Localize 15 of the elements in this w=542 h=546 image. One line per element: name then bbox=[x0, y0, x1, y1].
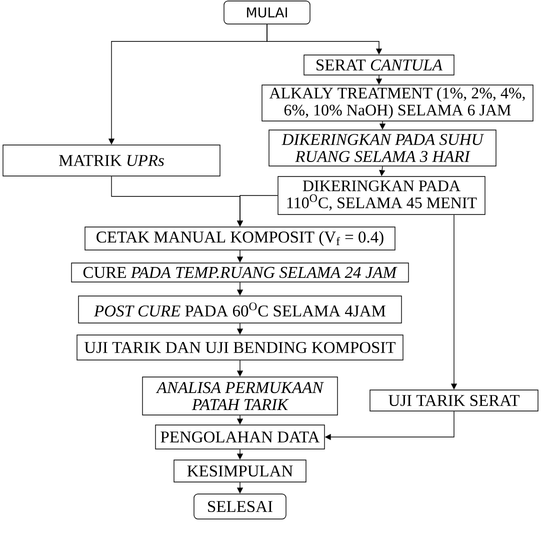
process-box: DIKERINGKAN PADA SUHU RUANG SELAMA 3 HARI bbox=[268, 130, 496, 166]
process-box: POST CURE PADA 60$^{O}$C SELAMA 4JAM bbox=[78, 296, 402, 324]
process-box: MATRIK UPRs bbox=[2, 144, 220, 176]
process-box: PENGOLAHAN DATA bbox=[155, 424, 325, 450]
process-box: UJI TARIK SERAT bbox=[370, 390, 538, 412]
process-box: DIKERINGKAN PADA 110$^{O}$C, SELAMA 45 MENIT bbox=[278, 176, 486, 215]
process-box: ALKALY TREATMENT (1%, 2%, 4%, 6%, 10% NaOH) SELAMA 6 JAM bbox=[262, 84, 534, 122]
process-box: KESIMPULAN bbox=[174, 460, 306, 482]
process-box: SERAT CANTULA bbox=[304, 54, 454, 76]
process-box: ANALISA PERMUKAAN PATAH TARIK bbox=[142, 376, 338, 416]
process-box: CETAK MANUAL KOMPOSIT (V$_{f}$ = 0.4) bbox=[84, 226, 396, 250]
process-box: CURE PADA TEMP.RUANG SELAMA 24 JAM bbox=[71, 262, 409, 282]
process-box: UJI TARIK DAN UJI BENDING KOMPOSIT bbox=[76, 334, 404, 360]
rounded-box: SELESAI bbox=[194, 494, 286, 520]
rounded-box: MULAI bbox=[224, 0, 310, 24]
